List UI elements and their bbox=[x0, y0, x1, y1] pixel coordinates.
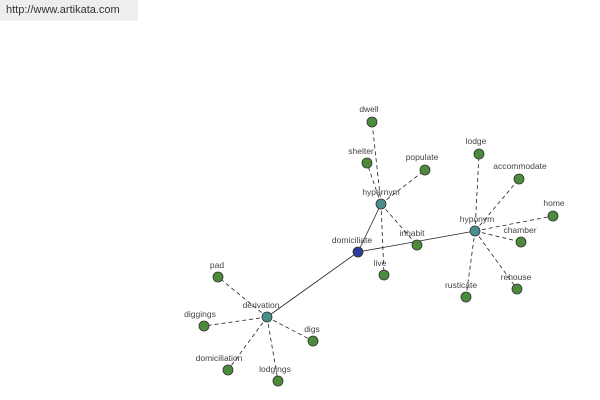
node-hyponym[interactable] bbox=[469, 225, 481, 237]
edge-hyponym-home bbox=[474, 215, 554, 232]
node-home[interactable] bbox=[547, 210, 559, 222]
node-accommodate[interactable] bbox=[513, 173, 525, 185]
labels: domiciliate hypernym hyponym derivation dwel… bbox=[184, 104, 565, 374]
node-shelter[interactable] bbox=[361, 157, 373, 169]
label-domiciliate: domiciliate bbox=[332, 235, 372, 245]
edge-domiciliate-hypernym bbox=[357, 203, 382, 253]
edges bbox=[203, 121, 554, 382]
edge-derivation-diggings bbox=[203, 316, 268, 327]
edge-domiciliate-derivation bbox=[266, 251, 359, 318]
edge-hypernym-shelter bbox=[366, 162, 382, 205]
node-derivation[interactable] bbox=[261, 311, 273, 323]
label-domiciliation: domiciliation bbox=[196, 353, 243, 363]
edge-derivation-pad bbox=[217, 276, 268, 318]
label-hyponym: hyponym bbox=[460, 214, 495, 224]
edge-hypernym-populate bbox=[380, 169, 426, 205]
node-lodge[interactable] bbox=[473, 148, 485, 160]
label-digs: digs bbox=[304, 324, 320, 334]
edge-hyponym-accommodate bbox=[474, 178, 520, 232]
label-inhabit: inhabit bbox=[399, 228, 425, 238]
nodes bbox=[198, 116, 559, 387]
edge-derivation-digs bbox=[266, 316, 314, 342]
node-dwell[interactable] bbox=[366, 116, 378, 128]
edge-derivation-domiciliation bbox=[227, 316, 268, 371]
edge-hypernym-live bbox=[380, 203, 385, 276]
label-derivation: derivation bbox=[243, 300, 280, 310]
node-lodgings[interactable] bbox=[272, 375, 284, 387]
node-domiciliation[interactable] bbox=[222, 364, 234, 376]
label-dwell: dwell bbox=[359, 104, 378, 114]
source-link[interactable]: http://www.artikata.com bbox=[6, 4, 120, 16]
node-rehouse[interactable] bbox=[511, 283, 523, 295]
edge-hyponym-rehouse bbox=[474, 230, 518, 290]
node-diggings[interactable] bbox=[198, 320, 210, 332]
label-lodge: lodge bbox=[466, 136, 487, 146]
node-digs[interactable] bbox=[307, 335, 319, 347]
node-inhabit[interactable] bbox=[411, 239, 423, 251]
label-hypernym: hypernym bbox=[362, 187, 399, 197]
edge-hypernym-inhabit bbox=[380, 203, 418, 246]
label-pad: pad bbox=[210, 260, 224, 270]
edge-derivation-lodgings bbox=[266, 316, 279, 382]
label-chamber: chamber bbox=[503, 225, 536, 235]
node-rusticate[interactable] bbox=[460, 291, 472, 303]
label-lodgings: lodgings bbox=[259, 364, 291, 374]
label-rusticate: rusticate bbox=[445, 280, 477, 290]
label-home: home bbox=[543, 198, 565, 208]
node-live[interactable] bbox=[378, 269, 390, 281]
label-populate: populate bbox=[406, 152, 439, 162]
node-pad[interactable] bbox=[212, 271, 224, 283]
label-diggings: diggings bbox=[184, 309, 216, 319]
edge-hyponym-chamber bbox=[474, 230, 522, 243]
source-banner: http://www.artikata.com bbox=[0, 0, 138, 21]
node-domiciliate[interactable] bbox=[352, 246, 364, 258]
node-hypernym[interactable] bbox=[375, 198, 387, 210]
edge-hyponym-lodge bbox=[474, 153, 480, 232]
label-shelter: shelter bbox=[348, 146, 374, 156]
label-live: live bbox=[374, 258, 387, 268]
node-populate[interactable] bbox=[419, 164, 431, 176]
node-chamber[interactable] bbox=[515, 236, 527, 248]
label-rehouse: rehouse bbox=[501, 272, 532, 282]
label-accommodate: accommodate bbox=[493, 161, 547, 171]
